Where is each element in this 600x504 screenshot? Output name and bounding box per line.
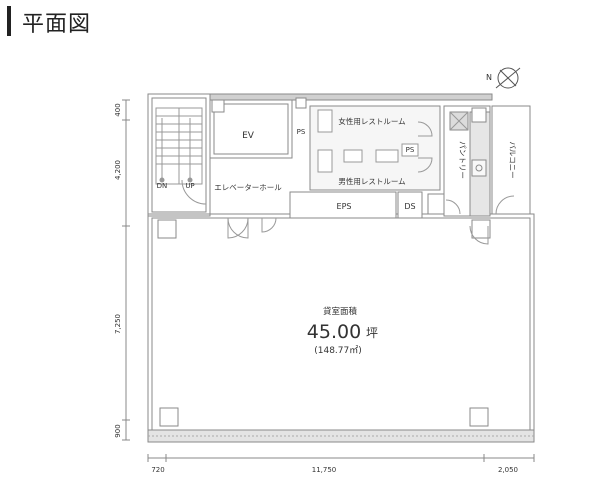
office-area-sqm: (148.77㎡) [314, 345, 362, 356]
dim-v-1: 400 [114, 103, 122, 116]
doors [227, 121, 515, 245]
vertical-dimension-line [122, 99, 130, 441]
title-accent-bar [7, 6, 11, 36]
office-area-label: 貸室面積 [323, 306, 358, 317]
dim-h-1: 720 [151, 466, 164, 474]
restroom-fixtures [317, 109, 419, 173]
dim-v-2: 4,200 [114, 160, 122, 180]
dim-h-2: 11,750 [312, 466, 337, 474]
elevator-hall-label: エレベーターホール [214, 183, 282, 192]
dim-v-4: 900 [114, 424, 122, 437]
balcony-label: バルコニー [508, 141, 517, 178]
ds-label: DS [404, 202, 415, 211]
office-area-unit: 坪 [366, 326, 378, 340]
mens-restroom-label: 男性用レストルーム [338, 176, 405, 186]
stair-up-label: UP [185, 182, 194, 190]
bottom-wall [147, 429, 535, 443]
compass-north-label: N [486, 73, 492, 82]
ev-label: EV [242, 131, 255, 141]
pantry-label: パントリー [458, 141, 467, 179]
ps-left-label: PS [297, 128, 306, 136]
stair-down-label: DN [157, 182, 168, 190]
dim-v-3: 7,250 [114, 314, 122, 334]
eps-label: EPS [337, 202, 352, 211]
womens-restroom-label: 女性用レストルーム [338, 116, 405, 126]
horizontal-dimension-line [147, 454, 535, 462]
page-title: 平面図 [22, 12, 92, 37]
ps-right-label: PS [406, 146, 415, 154]
office-area-number: 45.00 [307, 321, 361, 343]
staircase [155, 107, 207, 205]
structural-columns [157, 97, 491, 427]
compass-icon [495, 67, 521, 89]
dim-h-3: 2,050 [498, 466, 518, 474]
